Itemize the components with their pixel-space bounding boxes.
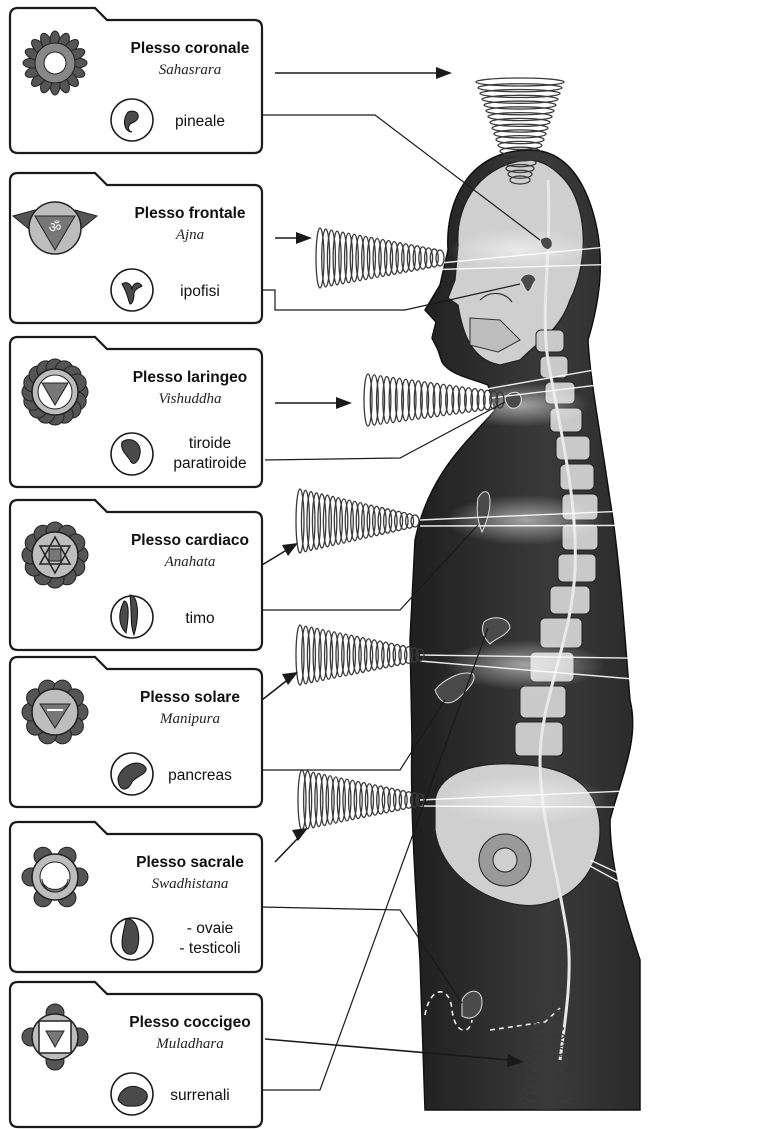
chakra-title: Plesso cardiaco [131, 532, 249, 549]
lotus-thousand-petals-icon [23, 31, 87, 95]
chakra-title: Plesso coronale [131, 40, 250, 57]
gland-label: ipofisi [180, 283, 220, 300]
gland-label: surrenali [170, 1087, 229, 1104]
throat-lotus-icon [22, 359, 88, 425]
solar-lotus-icon [22, 680, 88, 744]
om-glyph: ॐ [49, 220, 62, 236]
gland-label: tiroide [189, 435, 231, 452]
chakra-title: Plesso sacrale [136, 854, 244, 871]
chakra-title: Plesso laringeo [133, 369, 248, 386]
chakra-subtitle: Ajna [175, 227, 204, 243]
gland-label: - testicoli [179, 940, 240, 957]
chakra-title: Plesso solare [140, 689, 240, 706]
chakra-subtitle: Swadhistana [152, 876, 229, 892]
body-figure [410, 150, 640, 1110]
chakra-subtitle: Vishuddha [158, 391, 221, 407]
coil [298, 770, 424, 830]
gland-label: pancreas [168, 767, 232, 784]
chakra-title: Plesso coccigeo [129, 1014, 250, 1031]
gland-label: timo [185, 610, 214, 627]
gland-label: paratiroide [173, 455, 246, 472]
chakra-subtitle: Muladhara [155, 1036, 224, 1052]
chakra-subtitle: Sahasrara [159, 62, 222, 78]
gland-label: - ovaie [187, 920, 234, 937]
coil [296, 625, 424, 685]
chakra-title: Plesso frontale [134, 205, 245, 222]
coil [296, 489, 419, 553]
chakra-subtitle: Manipura [159, 711, 220, 727]
chakra-subtitle: Anahata [164, 554, 216, 570]
gland-label: pineale [175, 113, 225, 130]
coil [316, 228, 444, 288]
